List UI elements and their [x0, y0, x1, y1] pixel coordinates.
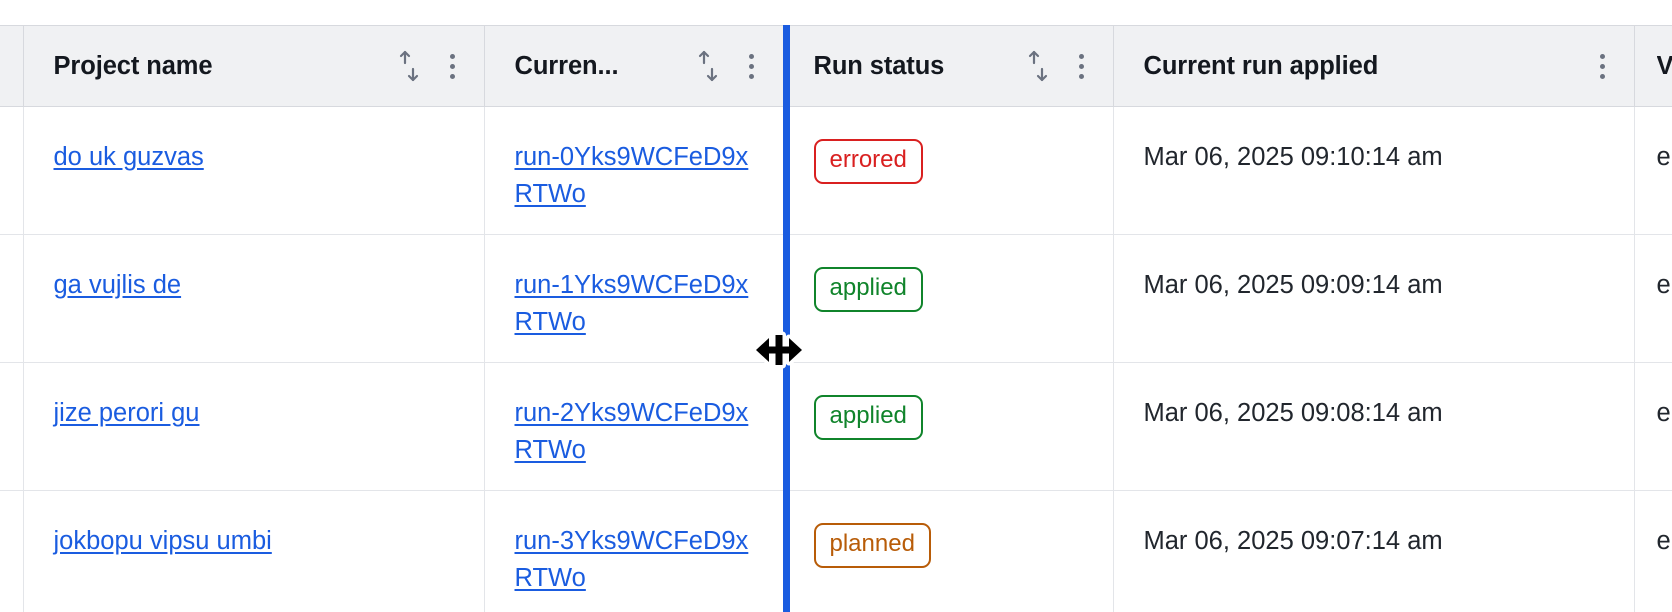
column-header-current-run-applied[interactable]: Current run applied	[1113, 25, 1635, 107]
cell-current-run-applied: Mar 06, 2025 09:07:14 am	[1113, 490, 1635, 612]
status-badge: applied	[813, 395, 923, 440]
column-header-current-run[interactable]: Curren...	[484, 25, 784, 107]
project-name-link[interactable]: jokbopu vipsu umbi	[53, 527, 272, 555]
cell-run-status: applied	[783, 234, 1114, 363]
projects-table: Project name	[0, 25, 1672, 612]
table-row[interactable]: jokbopu vipsu umbi run-3Yks9WCFeD9xRTWo …	[0, 490, 1672, 612]
overflow-value: e	[1656, 399, 1671, 427]
cell-current-run: run-3Yks9WCFeD9xRTWo	[484, 490, 784, 612]
table-row[interactable]: do uk guzvas run-0Yks9WCFeD9xRTWo errore…	[0, 106, 1672, 235]
current-run-applied-value: Mar 06, 2025 09:09:14 am	[1143, 271, 1443, 299]
column-header-label-project-name: Project name	[53, 51, 213, 80]
column-menu-icon[interactable]	[739, 49, 765, 83]
sort-icon[interactable]	[695, 49, 721, 83]
column-header-project-name[interactable]: Project name	[23, 25, 485, 107]
cell-current-run-applied: Mar 06, 2025 09:09:14 am	[1113, 234, 1635, 363]
column-header-overflow[interactable]: V	[1634, 25, 1672, 107]
current-run-link[interactable]: run-3Yks9WCFeD9xRTWo	[514, 527, 749, 592]
cell-current-run: run-1Yks9WCFeD9xRTWo	[484, 234, 784, 363]
page-top-strip	[0, 0, 1672, 25]
current-run-link[interactable]: run-0Yks9WCFeD9xRTWo	[514, 143, 749, 208]
overflow-value: e	[1656, 527, 1671, 555]
column-header-label-current-run-applied: Current run applied	[1143, 51, 1379, 80]
column-header-run-status[interactable]: Run status	[783, 25, 1114, 107]
cell-project-name: do uk guzvas	[23, 106, 485, 235]
cell-project-name: jokbopu vipsu umbi	[23, 490, 485, 612]
row-gutter-cell	[0, 234, 24, 363]
projects-table-viewport[interactable]: Project name	[0, 25, 1672, 612]
table-row[interactable]: ga vujlis de run-1Yks9WCFeD9xRTWo applie…	[0, 234, 1672, 363]
status-badge: applied	[813, 267, 923, 312]
current-run-link[interactable]: run-1Yks9WCFeD9xRTWo	[514, 271, 749, 336]
table-row[interactable]: jize perori gu run-2Yks9WCFeD9xRTWo appl…	[0, 362, 1672, 491]
cell-project-name: jize perori gu	[23, 362, 485, 491]
cell-run-status: applied	[783, 362, 1114, 491]
cell-run-status: planned	[783, 490, 1114, 612]
status-badge: planned	[813, 523, 931, 568]
table-body: do uk guzvas run-0Yks9WCFeD9xRTWo errore…	[0, 106, 1672, 612]
overflow-value: e	[1656, 271, 1671, 299]
header-row: Project name	[0, 25, 1672, 107]
cell-overflow: e	[1634, 362, 1672, 491]
cell-current-run-applied: Mar 06, 2025 09:10:14 am	[1113, 106, 1635, 235]
cell-current-run: run-2Yks9WCFeD9xRTWo	[484, 362, 784, 491]
column-menu-icon[interactable]	[1069, 49, 1095, 83]
current-run-link[interactable]: run-2Yks9WCFeD9xRTWo	[514, 399, 749, 464]
cell-overflow: e	[1634, 106, 1672, 235]
sort-icon[interactable]	[1025, 49, 1051, 83]
status-badge: errored	[813, 139, 923, 184]
column-header-label-run-status: Run status	[813, 51, 945, 80]
current-run-applied-value: Mar 06, 2025 09:10:14 am	[1143, 143, 1443, 171]
row-gutter-cell	[0, 106, 24, 235]
row-gutter-cell	[0, 362, 24, 491]
cell-run-status: errored	[783, 106, 1114, 235]
column-menu-icon[interactable]	[440, 49, 466, 83]
current-run-applied-value: Mar 06, 2025 09:08:14 am	[1143, 399, 1443, 427]
column-header-label-overflow: V	[1656, 51, 1672, 80]
project-name-link[interactable]: do uk guzvas	[53, 143, 204, 171]
current-run-applied-value: Mar 06, 2025 09:07:14 am	[1143, 527, 1443, 555]
project-name-link[interactable]: jize perori gu	[53, 399, 200, 427]
column-menu-icon[interactable]	[1590, 49, 1616, 83]
overflow-value: e	[1656, 143, 1671, 171]
column-header-gutter	[0, 25, 24, 107]
cell-project-name: ga vujlis de	[23, 234, 485, 363]
cell-current-run: run-0Yks9WCFeD9xRTWo	[484, 106, 784, 235]
table-header: Project name	[0, 25, 1672, 107]
project-name-link[interactable]: ga vujlis de	[53, 271, 182, 299]
column-header-label-current-run: Curren...	[514, 51, 619, 80]
sort-icon[interactable]	[396, 49, 422, 83]
cell-overflow: e	[1634, 490, 1672, 612]
cell-overflow: e	[1634, 234, 1672, 363]
cell-current-run-applied: Mar 06, 2025 09:08:14 am	[1113, 362, 1635, 491]
row-gutter-cell	[0, 490, 24, 612]
